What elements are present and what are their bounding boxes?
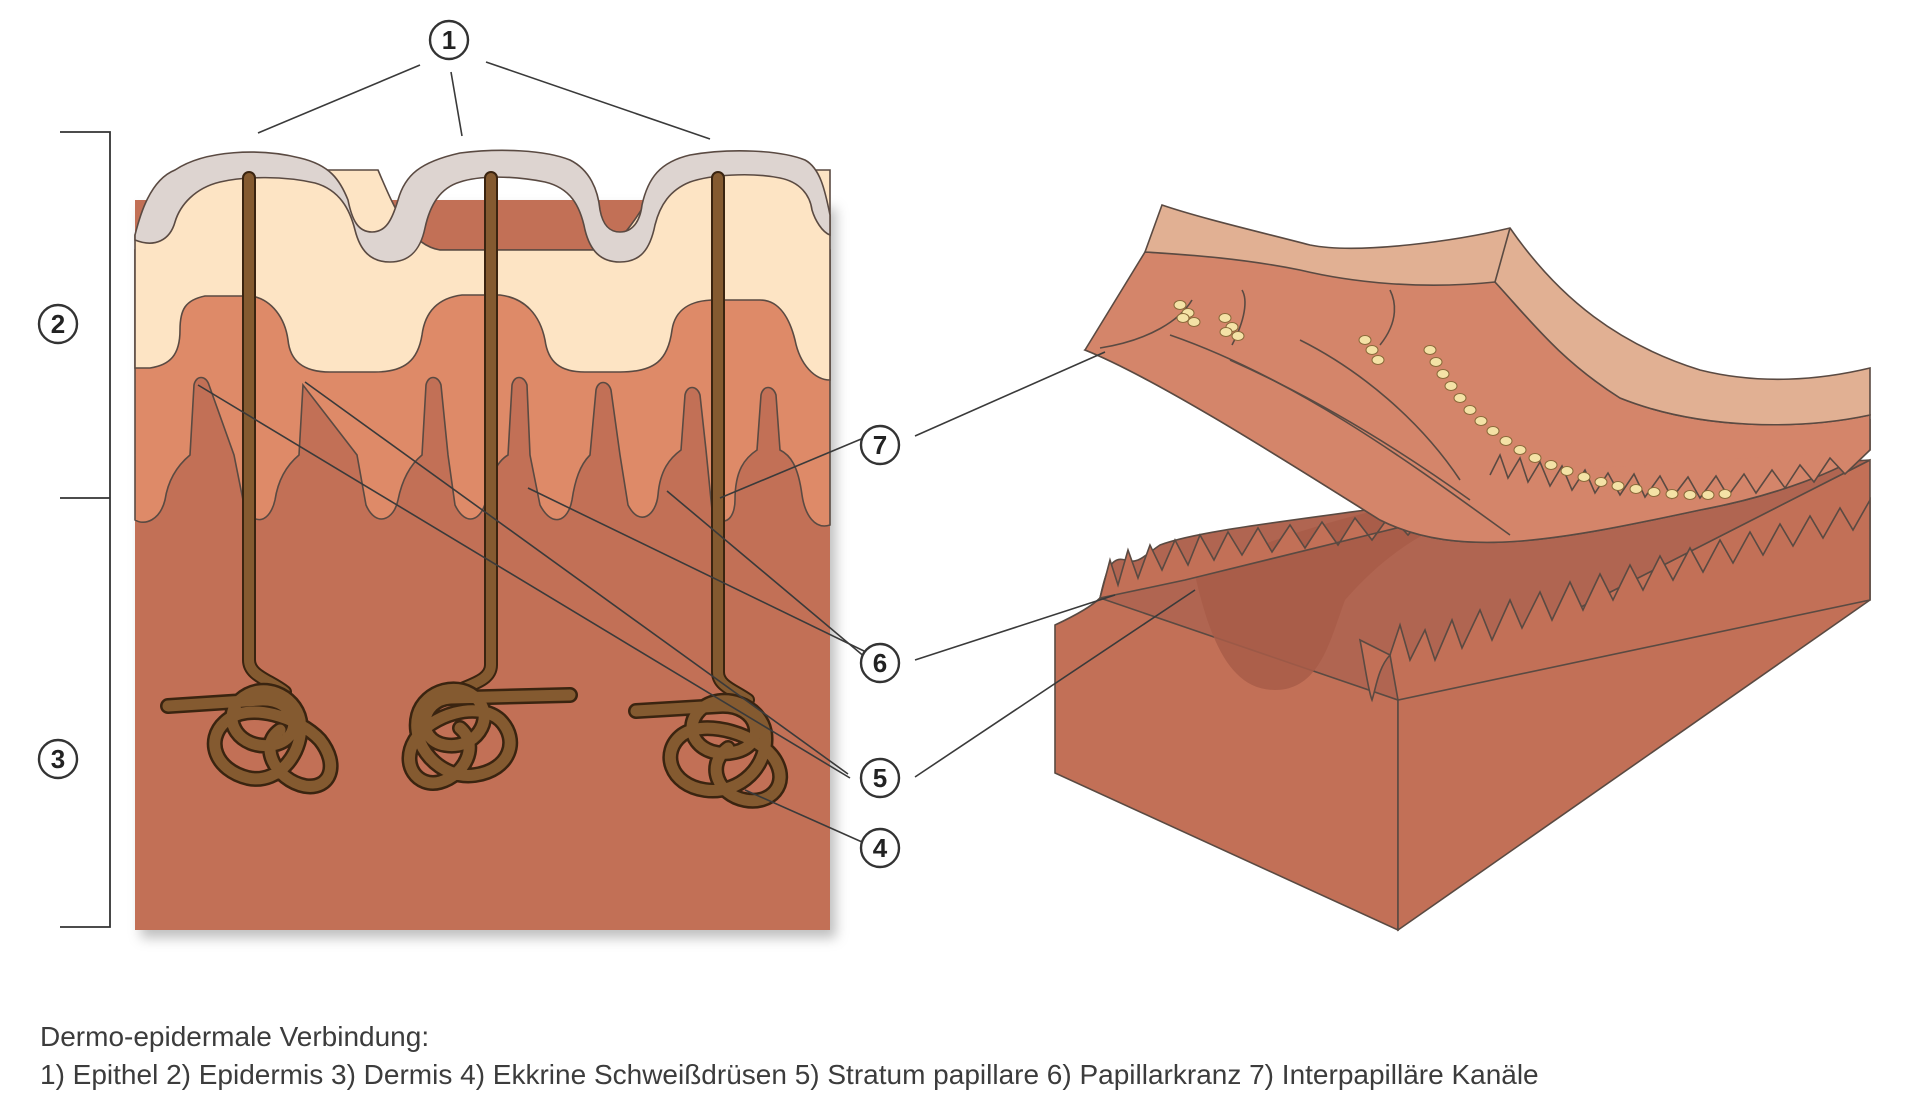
callout-6: 6 [859,642,901,684]
callout-4-text: 4 [873,833,888,863]
callout-6-text: 6 [873,648,887,678]
caption-legend: 1) Epithel 2) Epidermis 3) Dermis 4) Ekk… [40,1059,1539,1090]
leader-lines [197,61,1196,843]
bracket-dermis [60,498,111,928]
callout-1-text: 1 [442,25,456,55]
callout-2: 2 [37,303,79,345]
callout-2-text: 2 [51,309,65,339]
papillae-ridge-right [1389,496,1871,701]
callout-3: 3 [37,738,79,780]
figure-caption: Dermo-epidermale Verbindung: 1) Epithel … [40,1018,1539,1094]
layer-brackets [60,131,111,928]
callout-7: 7 [859,424,901,466]
epithel-layer [134,149,831,263]
callout-7-text: 7 [873,430,887,460]
slab-papillae-tips [1489,449,1871,500]
papilla-dots [1173,300,1732,500]
cross-section-panel [60,131,831,930]
block-panel [1054,203,1871,932]
caption-title: Dermo-epidermale Verbindung: [40,1021,430,1052]
sweat-gland-1-fill [162,685,337,792]
slab-edge-line [1494,227,1511,283]
callout-3-text: 3 [51,744,65,774]
sweat-gland-coils [160,681,789,809]
sweat-gland-3-fill [630,695,786,807]
callout-5-text: 5 [873,763,887,793]
callout-5: 5 [859,757,901,799]
hanging-papilla [1358,638,1392,703]
interpapillary-channels [1099,289,1511,536]
callout-4: 4 [859,827,901,869]
bracket-epidermis [60,131,111,498]
callout-1: 1 [428,19,470,61]
slab-top [1143,203,1871,426]
sweat-gland-2-fill [404,683,576,789]
